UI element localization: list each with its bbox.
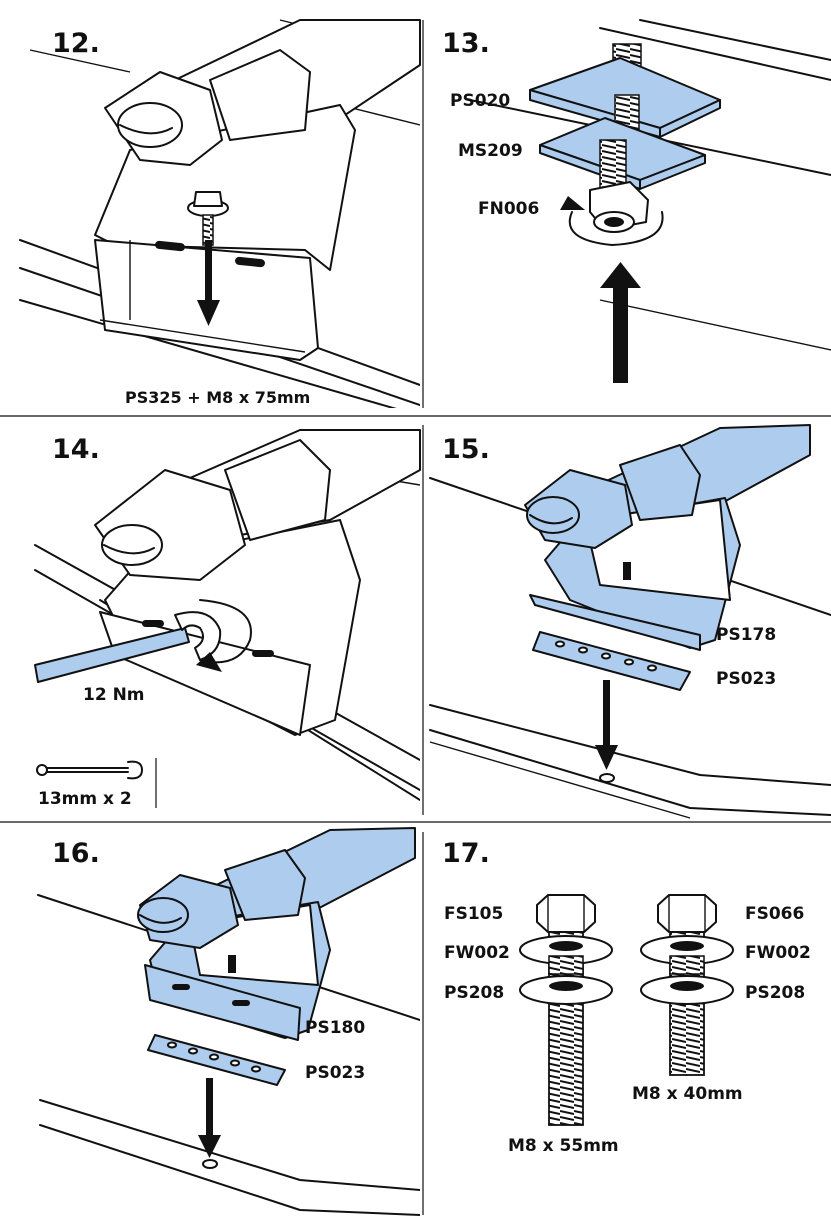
step-16-panel: 16. [37,827,420,1216]
arrow-up-icon [600,262,641,383]
step-number-16: 16. [52,838,100,869]
wrench-icon [34,599,252,683]
step-number-14: 14. [52,434,100,465]
roof-bar-foot-highlighted [524,424,811,651]
step-number-12: 12. [52,28,100,59]
panel-dividers [0,20,831,1215]
bolt-short-label: M8 x 40mm [632,1084,743,1104]
step-number-15: 15. [442,434,490,465]
part-label-ps023: PS023 [305,1063,365,1083]
spanner-icon [36,760,143,780]
bolt-m8x40 [640,894,734,1076]
step-12-panel: 12. [19,19,421,408]
part-label-ps178: PS178 [716,625,776,645]
arrow-down-icon [595,680,618,770]
arrow-down-icon [197,240,220,326]
step-14-panel: 14. 12 Nm [34,429,421,809]
arrow-down-icon [198,1078,221,1158]
step-15-panel: 15. [429,424,831,819]
roof-bar-foot [94,19,421,361]
label-left-3: PS208 [444,983,504,1003]
label-left-1: FS105 [444,904,503,924]
rotate-arrow-icon [560,196,664,246]
part-label-ps023: PS023 [716,669,776,689]
label-right-2: FW002 [745,943,811,963]
label-right-1: FS066 [745,904,804,924]
part-label-ps180: PS180 [305,1018,365,1038]
roof-bar-foot-highlighted [137,827,416,1041]
part-label-ps020: PS020 [450,91,510,111]
bolt-m8x55 [519,894,613,1126]
tool-label: 13mm x 2 [38,789,132,809]
step-13-panel: 13. [442,19,831,383]
plate-ps023 [532,631,691,691]
step-17-panel: 17. FS105 FW002 PS208 FS066 FW002 [442,838,811,1156]
bolt-long-label: M8 x 55mm [508,1136,619,1156]
plate-ps023 [147,1034,286,1086]
step-12-label: PS325 + M8 x 75mm [125,388,310,407]
rail-hole [202,1159,218,1169]
part-label-ms209: MS209 [458,141,523,161]
label-right-3: PS208 [745,983,805,1003]
nut-fn006 [589,181,649,233]
rail-hole [599,773,615,783]
part-label-fn006: FN006 [478,199,539,219]
step-number-17: 17. [442,838,490,869]
step-number-13: 13. [442,28,490,59]
label-left-2: FW002 [444,943,510,963]
torque-label: 12 Nm [83,685,145,705]
